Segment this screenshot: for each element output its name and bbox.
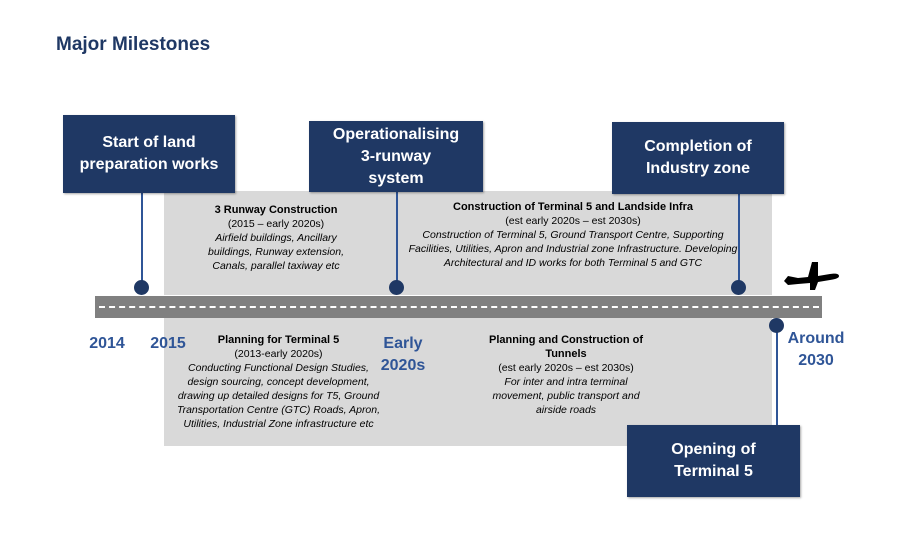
phase-heading: Construction of Terminal 5 and Landside …	[453, 201, 693, 213]
connector-land-prep	[141, 193, 143, 287]
phase-terminal5-construction: Construction of Terminal 5 and Landside …	[408, 200, 738, 270]
marker-runway	[389, 280, 404, 295]
year-early-2020s: Early 2020s	[380, 335, 426, 374]
phase-details: Airfield buildings, Ancillary buildings,…	[208, 232, 344, 272]
phase-runway-construction: 3 Runway Construction (2015 – early 2020…	[196, 203, 356, 273]
year-around-2030: Around 2030	[787, 330, 845, 369]
lower-phase-panel	[164, 318, 772, 446]
marker-industry	[731, 280, 746, 295]
phase-tunnels: Planning and Construction of Tunnels (es…	[486, 333, 646, 417]
phase-details: Construction of Terminal 5, Ground Trans…	[408, 229, 738, 269]
page-title: Major Milestones	[56, 34, 211, 55]
phase-period: (est early 2020s – est 2030s)	[505, 215, 641, 227]
phase-heading: 3 Runway Construction	[214, 204, 338, 216]
milestone-3-runway: Operationalising 3-runway system	[309, 121, 483, 192]
phase-heading: Planning for Terminal 5	[217, 334, 340, 346]
phase-details: For inter and intra terminal movement, p…	[492, 376, 640, 416]
milestone-terminal-5: Opening of Terminal 5	[627, 425, 800, 497]
phase-period: (2013-early 2020s)	[234, 348, 323, 360]
milestone-land-preparation: Start of land preparation works	[63, 115, 235, 193]
connector-terminal5	[776, 325, 778, 425]
phase-terminal5-planning: Planning for Terminal 5 (2013-early 2020…	[176, 333, 381, 431]
phase-period: (est early 2020s – est 2030s)	[498, 362, 634, 374]
phase-heading: Planning and Construction of Tunnels	[489, 334, 643, 360]
year-2015: 2015	[150, 335, 186, 352]
phase-period: (2015 – early 2020s)	[227, 218, 325, 230]
marker-terminal5	[769, 318, 784, 333]
year-2014: 2014	[89, 335, 125, 352]
connector-industry	[738, 194, 740, 287]
upper-phase-panel	[164, 191, 772, 295]
milestone-industry-zone: Completion of Industry zone	[612, 122, 784, 194]
airplane-icon	[784, 262, 839, 290]
phase-details: Conducting Functional Design Studies, de…	[176, 362, 381, 430]
road-center-dashes	[99, 306, 819, 308]
marker-land-prep	[134, 280, 149, 295]
connector-runway	[396, 192, 398, 287]
